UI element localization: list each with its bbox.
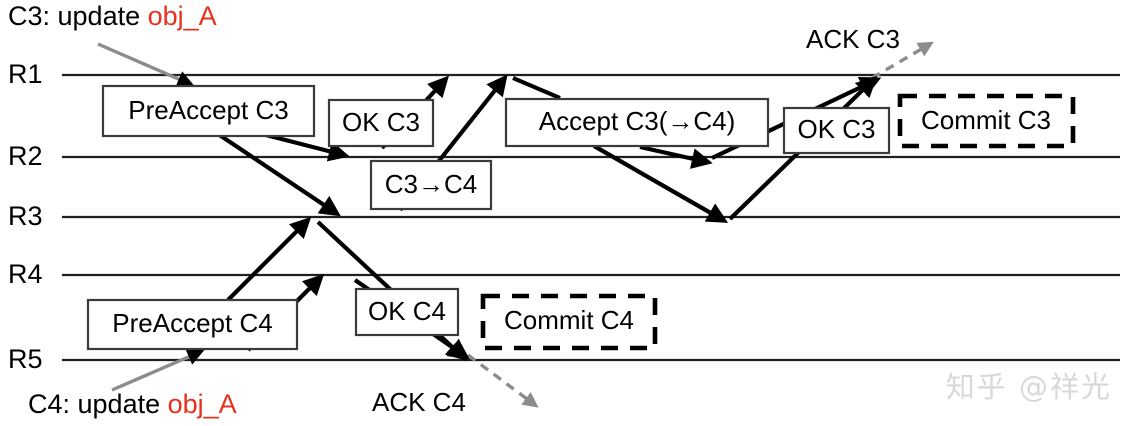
box-ok-c3-right[interactable]: OK C3 bbox=[782, 106, 891, 155]
preaccept-c3-arrows bbox=[213, 130, 350, 217]
client-request-c3-object: obj_A bbox=[148, 1, 217, 31]
ack-c3-arrow bbox=[871, 41, 934, 80]
box-ok-c3-right-rect bbox=[782, 106, 891, 155]
box-commit-c3-rect bbox=[897, 93, 1076, 149]
box-c3-to-c4-rect bbox=[369, 159, 493, 211]
accept-c3-arrows bbox=[512, 76, 729, 223]
box-commit-c4[interactable]: Commit C4 bbox=[480, 293, 658, 351]
box-accept-c3-label: Accept C3(→C4) bbox=[539, 106, 736, 136]
box-preaccept-c3[interactable]: PreAccept C3 bbox=[101, 84, 316, 138]
box-preaccept-c3-rect bbox=[101, 84, 316, 138]
box-preaccept-c4-rect bbox=[86, 298, 299, 351]
box-ok-c3-left-rect bbox=[327, 98, 435, 148]
accept-c3-to-r2 bbox=[639, 144, 713, 169]
box-preaccept-c3-label: PreAccept C3 bbox=[128, 95, 288, 125]
client-request-arrows bbox=[97, 42, 205, 392]
box-c3-to-c4-label: C3→C4 bbox=[385, 169, 477, 199]
replica-label-r3: R3 bbox=[8, 201, 43, 231]
ack-c4-label: ACK C4 bbox=[372, 387, 466, 417]
box-ok-c4-rect bbox=[354, 287, 460, 337]
box-ok-c4[interactable]: OK C4 bbox=[354, 287, 460, 337]
preaccept-c3-to-r3 bbox=[213, 130, 341, 217]
ack-labels: ACK C3 ACK C4 bbox=[372, 24, 900, 417]
preaccept-c4-to-r3 bbox=[226, 216, 312, 302]
box-commit-c3-label: Commit C3 bbox=[921, 105, 1051, 135]
box-c3-to-c4[interactable]: C3→C4 bbox=[369, 159, 493, 211]
replica-label-r4: R4 bbox=[8, 259, 43, 289]
client-request-c4-object: obj_A bbox=[168, 389, 237, 419]
box-ok-c4-label: OK C4 bbox=[368, 296, 446, 326]
client-request-c4-label: C4: update obj_A bbox=[28, 389, 237, 419]
client-request-c3-label: C3: update obj_A bbox=[8, 1, 217, 31]
box-ok-c3-right-label: OK C3 bbox=[797, 114, 875, 144]
ack-c4-arrow bbox=[466, 353, 539, 408]
client-request-c3-prefix: C3: update bbox=[8, 1, 148, 31]
message-boxes: PreAccept C3 OK C3 C3→C4 Accept C3(→C4) … bbox=[86, 84, 891, 351]
replica-label-r1: R1 bbox=[8, 59, 43, 89]
client-request-c4-prefix: C4: update bbox=[28, 389, 168, 419]
ack-c3-label: ACK C3 bbox=[806, 24, 900, 54]
box-commit-c3[interactable]: Commit C3 bbox=[897, 93, 1076, 149]
client-c4-arrow bbox=[111, 349, 205, 392]
lifelines bbox=[62, 73, 1120, 362]
client-request-labels: C3: update obj_A C4: update obj_A bbox=[8, 1, 237, 419]
box-preaccept-c4[interactable]: PreAccept C4 bbox=[86, 298, 299, 351]
replica-labels: R1 R2 R3 R4 R5 bbox=[8, 59, 43, 374]
replica-label-r2: R2 bbox=[8, 141, 43, 171]
accept-c3-to-r3 bbox=[592, 144, 729, 223]
box-commit-c4-rect bbox=[480, 293, 658, 351]
box-accept-c3[interactable]: Accept C3(→C4) bbox=[504, 97, 770, 148]
replica-label-r5: R5 bbox=[8, 344, 43, 374]
ack-arrows bbox=[466, 41, 934, 408]
box-commit-c4-label: Commit C4 bbox=[504, 305, 634, 335]
commit-boxes: Commit C3 Commit C4 bbox=[480, 93, 1076, 351]
box-accept-c3-rect bbox=[504, 97, 770, 148]
box-ok-c3-left-label: OK C3 bbox=[342, 107, 420, 137]
box-preaccept-c4-label: PreAccept C4 bbox=[112, 308, 272, 338]
box-ok-c3-left[interactable]: OK C3 bbox=[327, 98, 435, 148]
client-c3-arrow bbox=[97, 42, 195, 87]
accept-c3-entry bbox=[512, 76, 561, 100]
watermark: 知乎 @祥光 bbox=[945, 370, 1112, 404]
